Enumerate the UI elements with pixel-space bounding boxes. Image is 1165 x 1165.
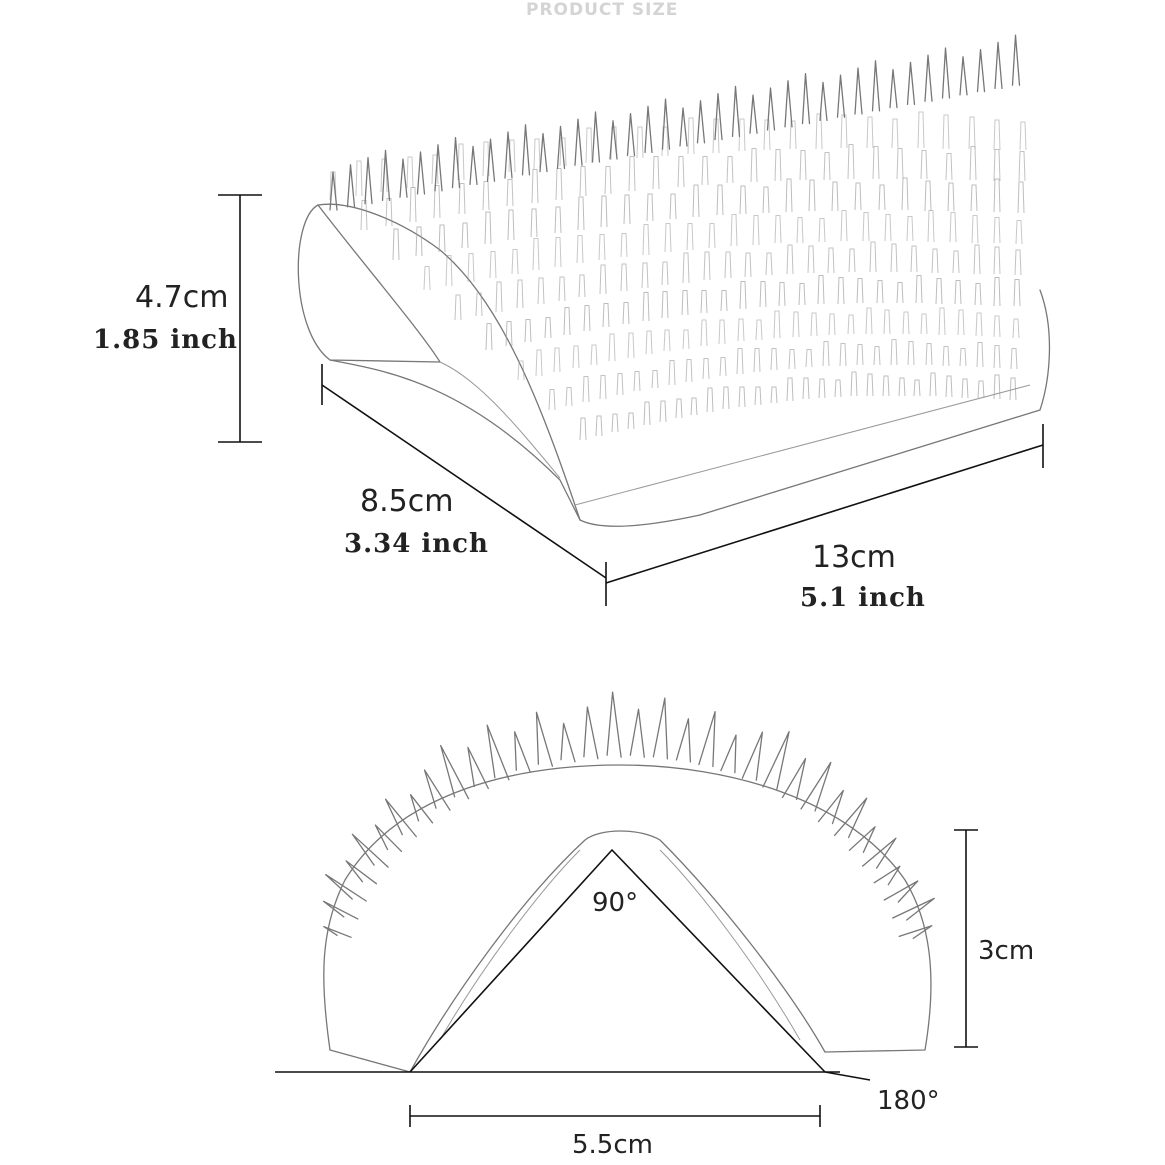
depth-inch-label: 3.34 inch — [344, 529, 489, 559]
width-cm-label: 13cm — [812, 540, 896, 575]
width-dimension-line — [605, 424, 1044, 584]
brush-side-sketch — [275, 691, 935, 1081]
height-dimension-line — [218, 194, 262, 443]
width-inch-label: 5.1 inch — [800, 583, 926, 613]
base-width-dimension-line — [409, 1105, 821, 1127]
height-cm-label: 4.7cm — [135, 280, 229, 315]
depth-cm-label: 8.5cm — [360, 484, 454, 519]
side-height-dimension-line — [954, 829, 978, 1048]
base-angle-label: 180° — [877, 1086, 940, 1116]
brush-perspective-sketch — [297, 34, 1051, 527]
base-width-label: 5.5cm — [572, 1130, 653, 1160]
side-height-label: 3cm — [978, 936, 1035, 966]
height-inch-label: 1.85 inch — [93, 325, 238, 355]
header-title: PRODUCT SIZE — [526, 0, 679, 20]
depth-dimension-line — [321, 364, 607, 606]
inner-angle-label: 90° — [592, 888, 639, 918]
